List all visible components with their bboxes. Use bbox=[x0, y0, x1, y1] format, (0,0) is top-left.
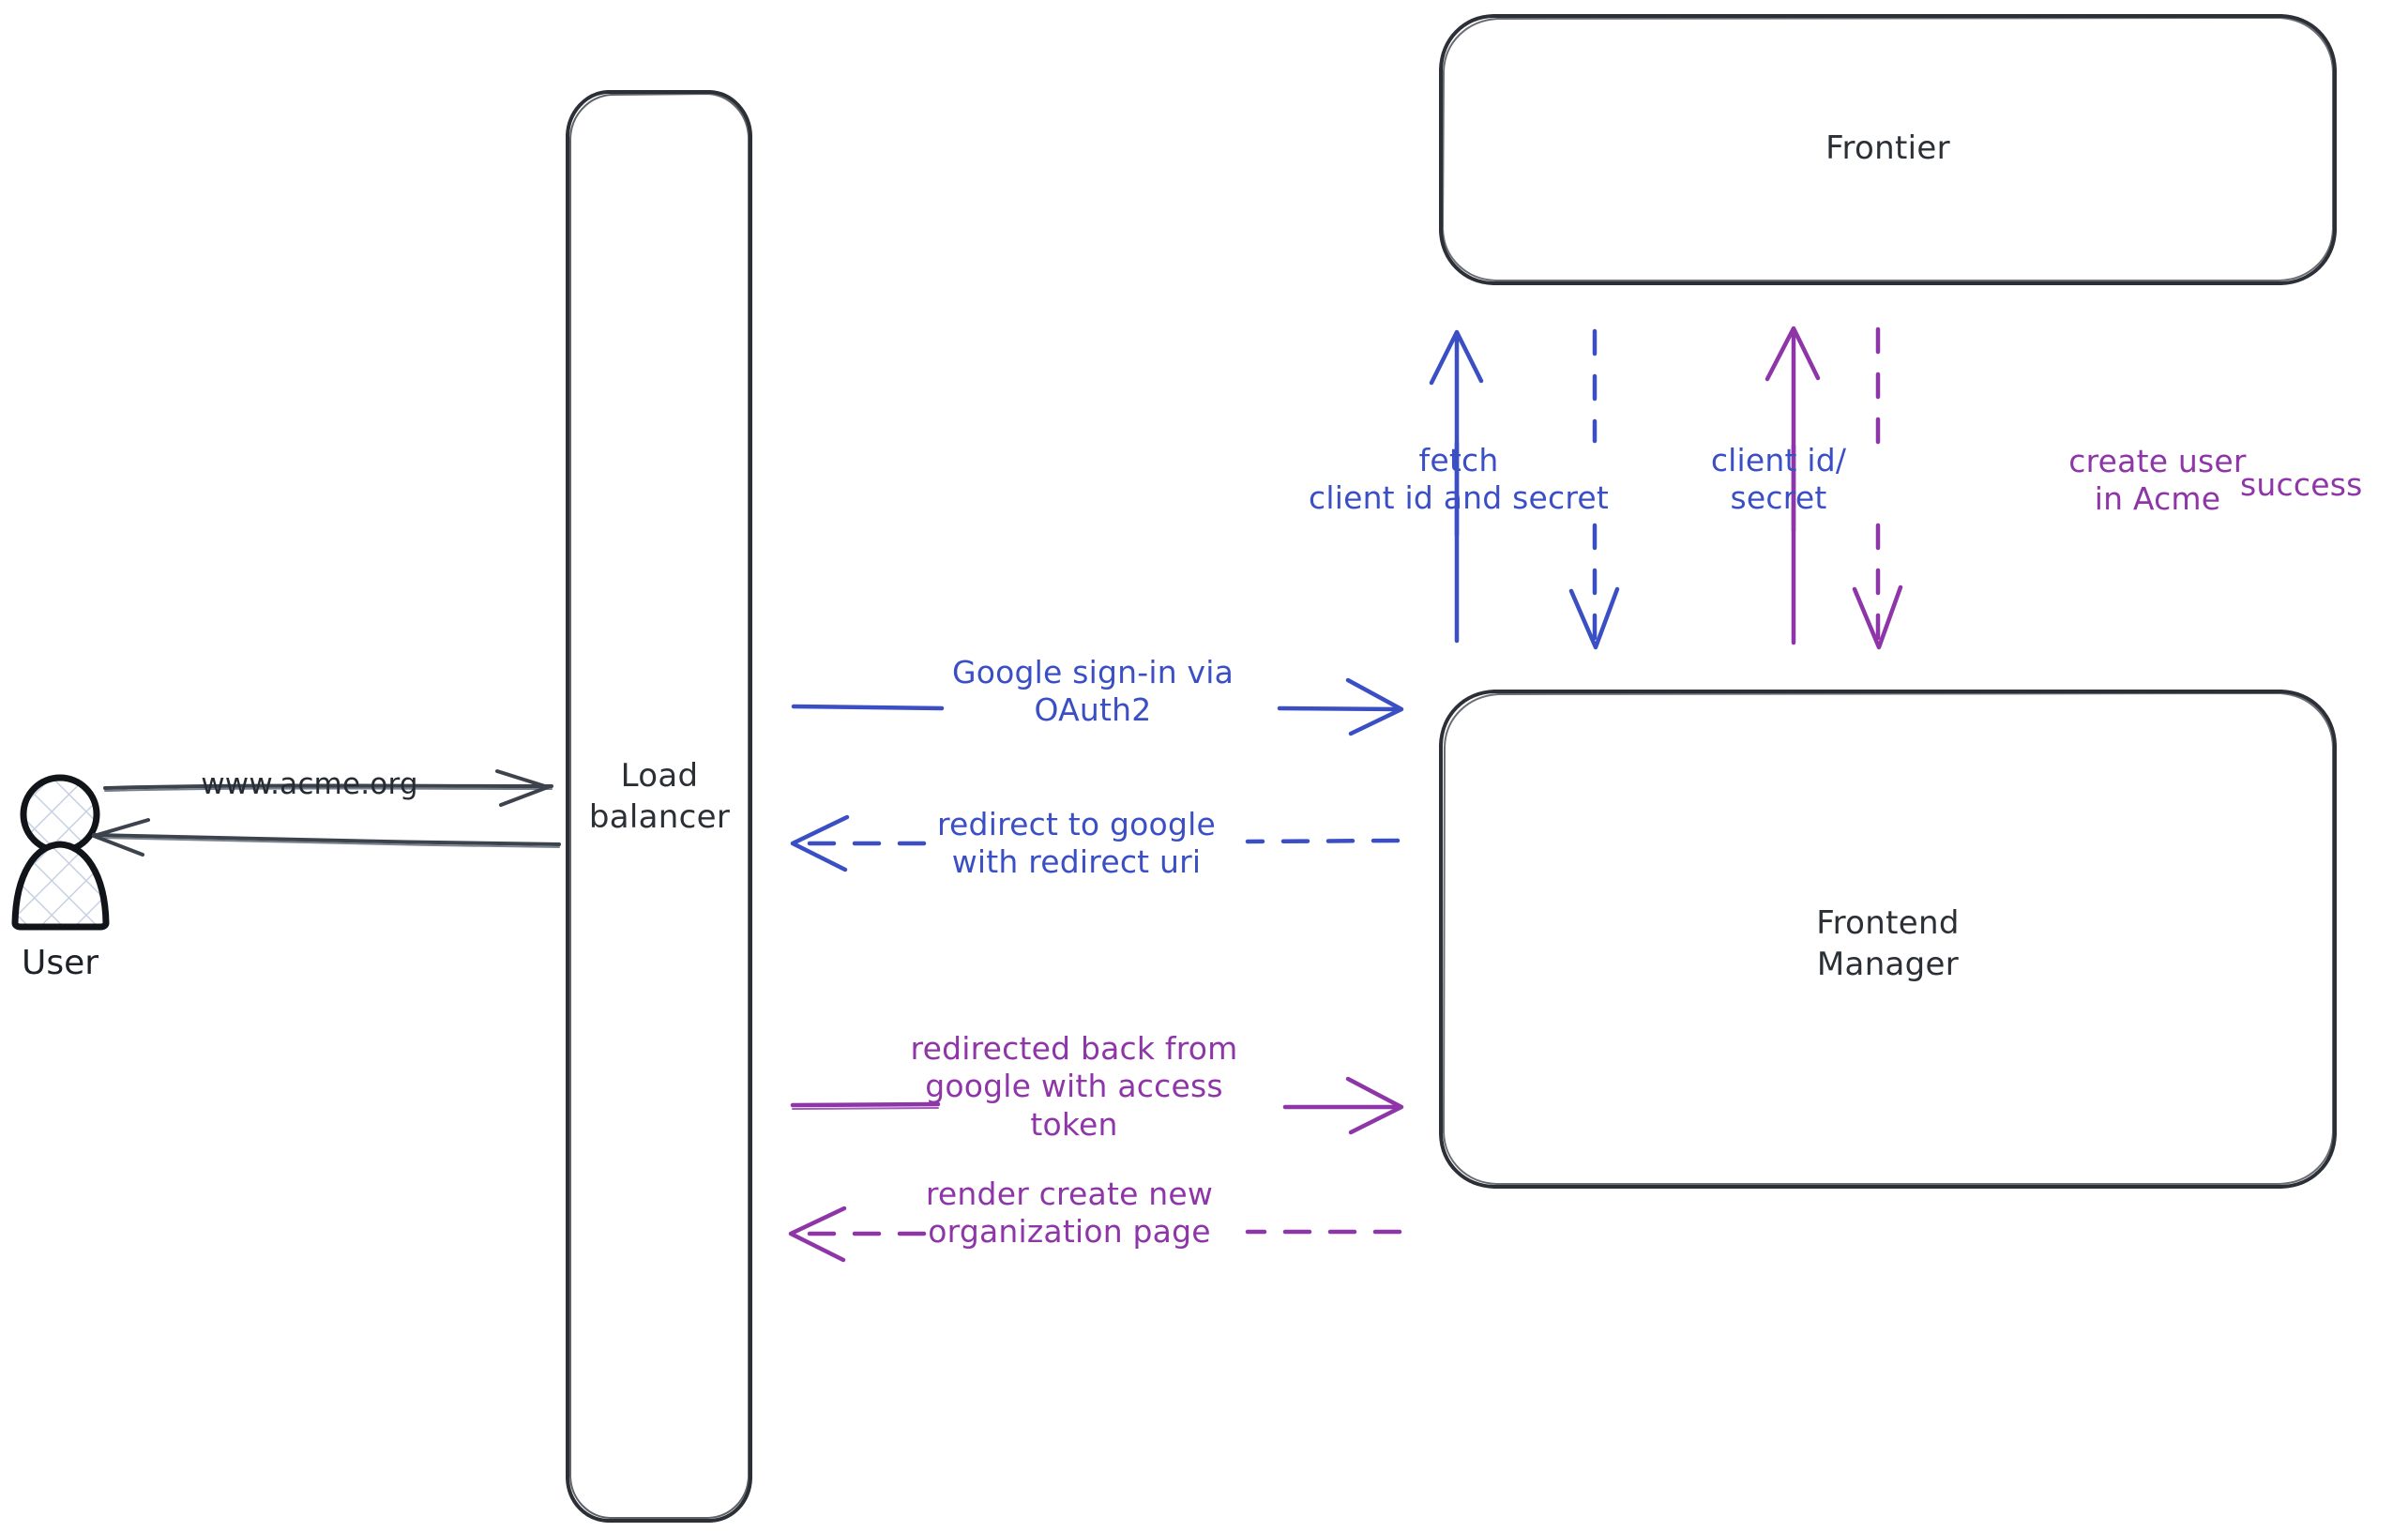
edge-lb-to-user bbox=[92, 818, 561, 857]
edge-fm-to-frontier-fetch bbox=[1429, 329, 1484, 644]
edge-label-user-to-lb: www.acme.org bbox=[201, 767, 418, 801]
edge-frontier-to-fm-success bbox=[1852, 326, 1903, 650]
edge-label-frontier-to-fm-success: success bbox=[2240, 466, 2363, 503]
edge-lb-to-fm-token bbox=[790, 1076, 1404, 1135]
node-label-frontier: Frontier bbox=[1825, 129, 1950, 167]
edge-label-fm-to-lb-redirect: redirect to google with redirect uri bbox=[937, 806, 1216, 881]
edge-label-lb-to-fm-signin: Google sign-in via OAuth2 bbox=[951, 654, 1234, 729]
edge-user-to-lb bbox=[103, 769, 553, 807]
edge-fm-to-lb-redirect bbox=[790, 814, 1401, 872]
edge-label-frontier-to-fm-creds: client id/ secret bbox=[1710, 442, 1847, 517]
edge-fm-to-frontier-create bbox=[1764, 326, 1821, 645]
node-label-frontend-manager: Frontend Manager bbox=[1816, 904, 1960, 983]
edge-lb-to-fm-signin bbox=[791, 677, 1404, 736]
node-frontier-box[interactable] bbox=[1439, 14, 2337, 285]
edge-fm-to-lb-render bbox=[788, 1206, 1402, 1263]
edge-label-fm-to-frontier-create: create user in Acme bbox=[2068, 443, 2247, 518]
edge-label-fm-to-frontier-fetch: fetch client id and secret bbox=[1308, 442, 1610, 517]
node-load-balancer-box[interactable] bbox=[566, 90, 752, 1523]
edge-frontier-to-fm-creds bbox=[1568, 328, 1620, 650]
edge-label-lb-to-fm-token: redirected back from google with access … bbox=[910, 1030, 1238, 1143]
node-label-load-balancer: Load balancer bbox=[588, 757, 731, 836]
node-frontend-manager-box[interactable] bbox=[1439, 690, 2337, 1189]
edge-label-fm-to-lb-render: render create new organization page bbox=[925, 1176, 1214, 1251]
user-actor-icon bbox=[11, 774, 110, 931]
user-actor-caption: User bbox=[21, 944, 99, 982]
